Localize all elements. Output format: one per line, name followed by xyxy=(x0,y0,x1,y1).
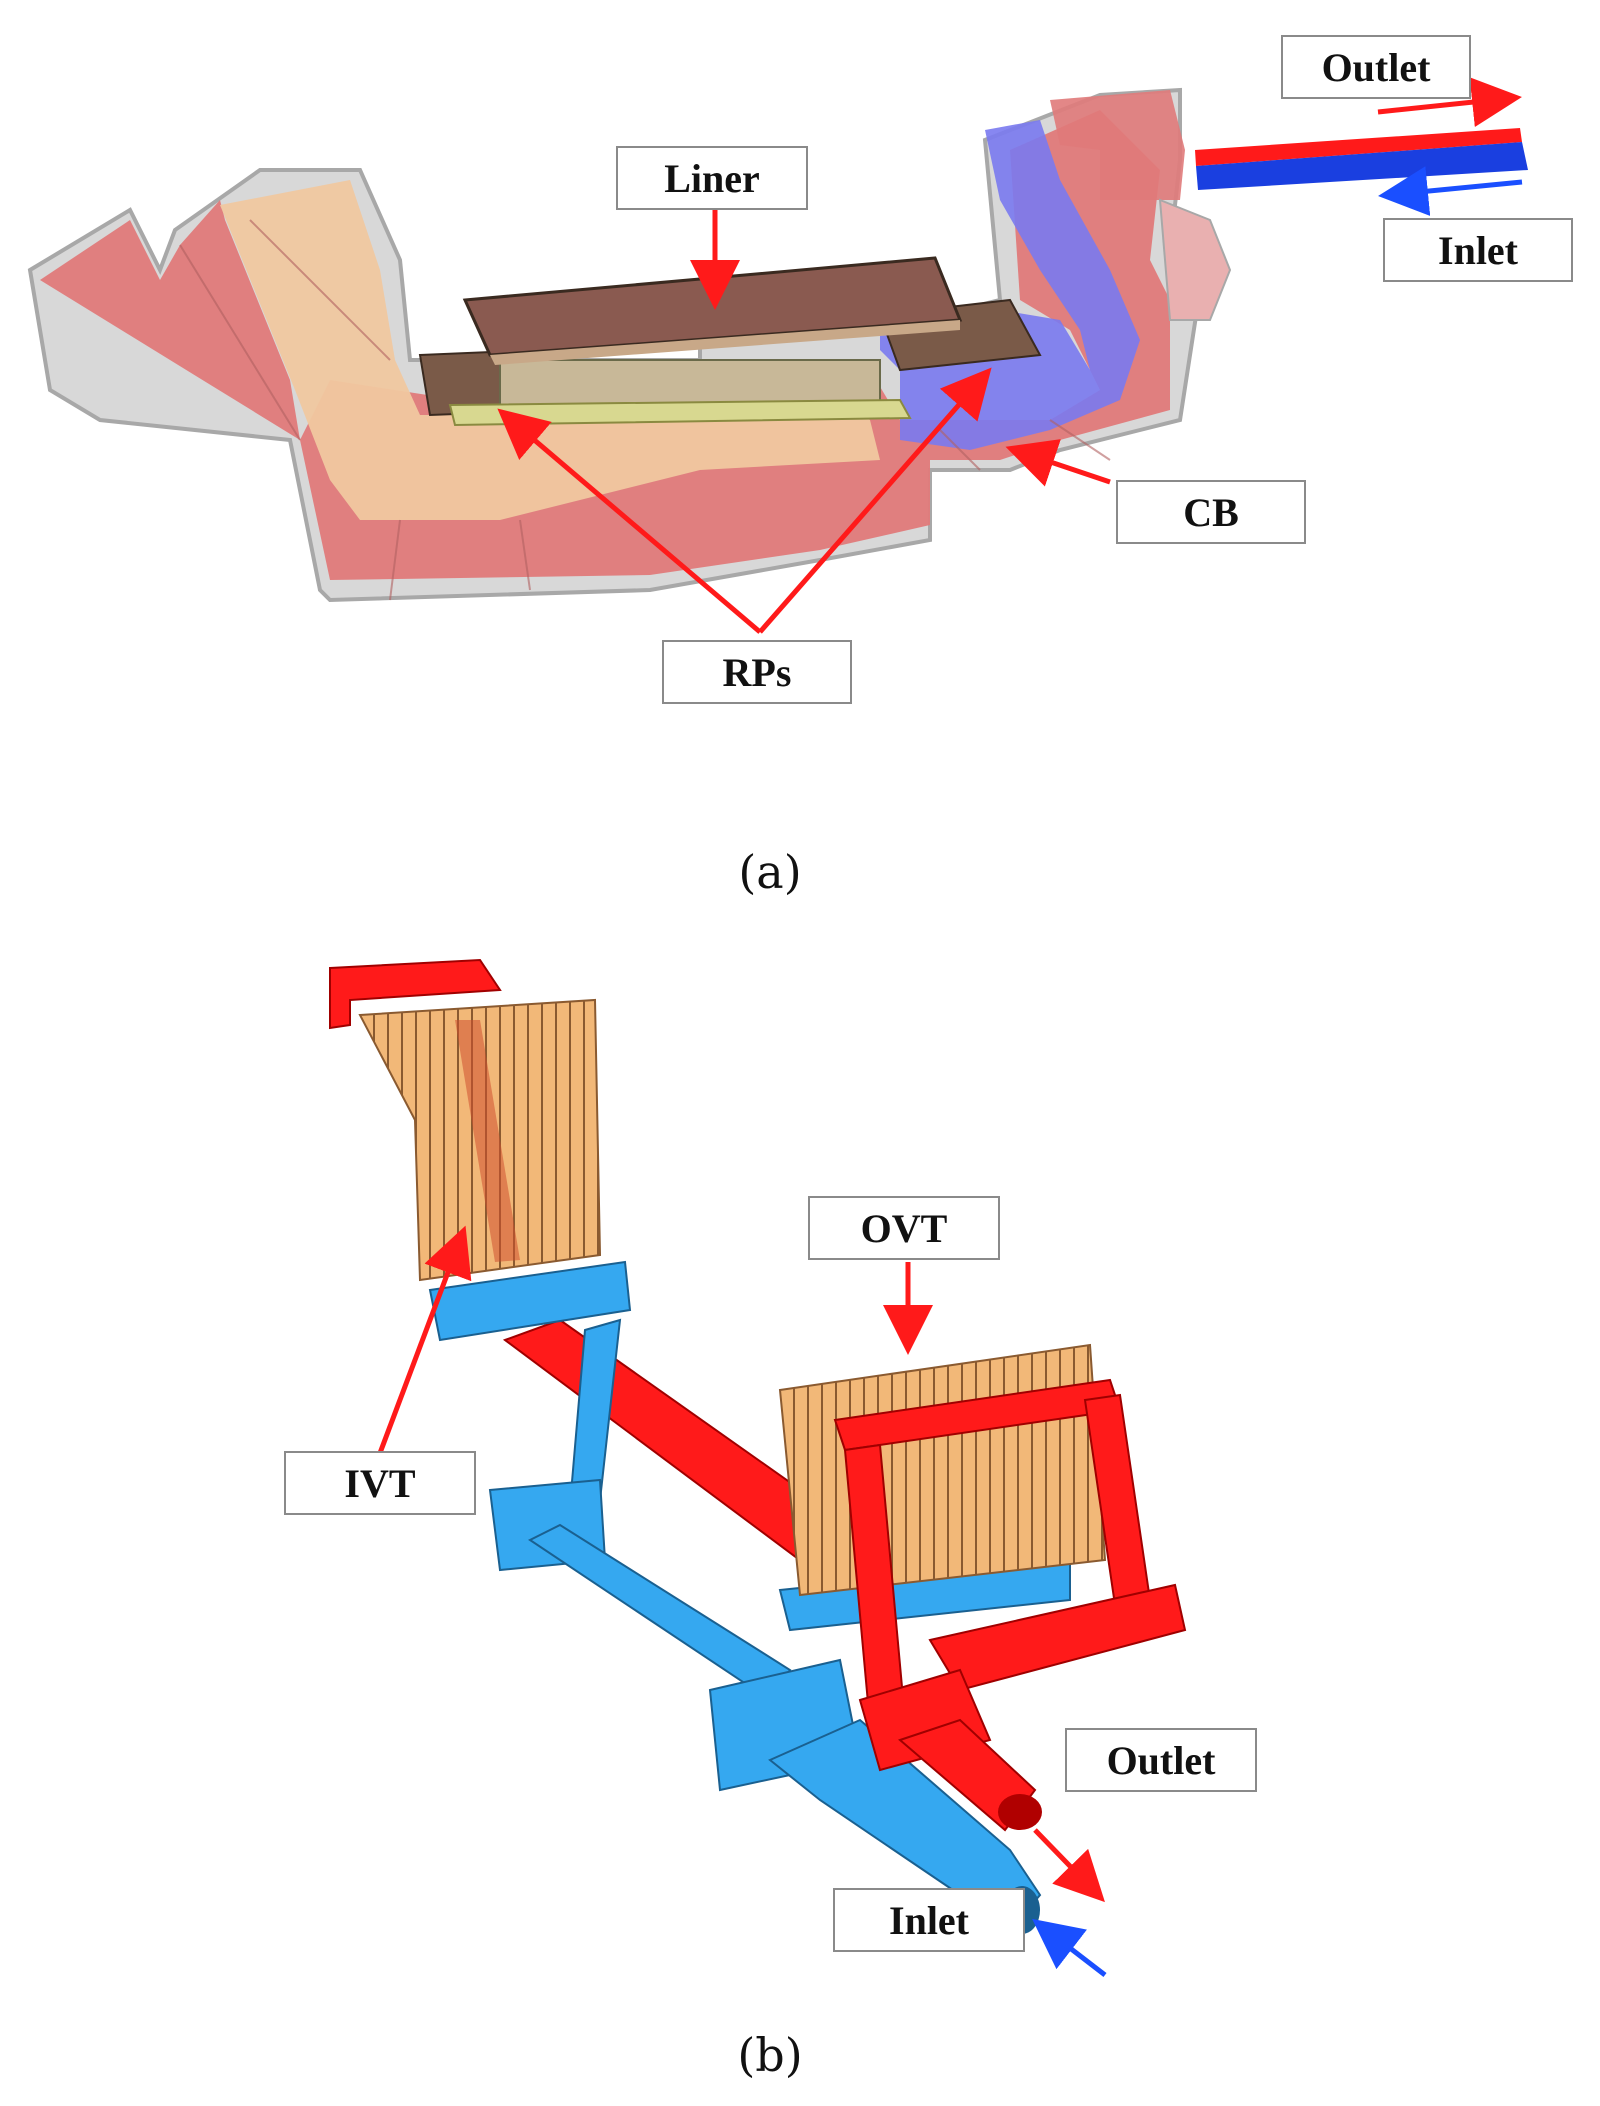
caption-b: (b) xyxy=(737,2028,803,2082)
ivt-pointer xyxy=(377,1225,472,1454)
label-rps: RPs xyxy=(662,640,852,704)
cassette-port-block xyxy=(1050,90,1185,200)
caption-a: (a) xyxy=(738,845,802,899)
ivt-top-manifold xyxy=(329,958,502,1030)
ivt-bottom-manifold xyxy=(428,1260,632,1342)
rp-left-pointer xyxy=(497,408,762,634)
label-outlet-a: Outlet xyxy=(1281,35,1471,99)
panel-a-divertor-cassette xyxy=(27,77,1528,634)
label-ovt: OVT xyxy=(808,1196,1000,1260)
inlet-pipe-a xyxy=(1196,142,1528,190)
cassette-side-fitting xyxy=(1158,198,1232,321)
outlet-pipe-a xyxy=(1195,128,1522,166)
liner-support-rail xyxy=(448,398,912,427)
cassette-body-pink xyxy=(40,110,1170,580)
outlet-flow-arrow-b xyxy=(1033,1828,1105,1903)
cassette-section-lines xyxy=(179,219,1111,601)
cassette-body-tan xyxy=(220,180,880,520)
ivt-tube-shadow xyxy=(455,1020,520,1262)
blue-long-pipe xyxy=(528,1523,792,1702)
inlet-flow-arrow-a xyxy=(1378,166,1523,217)
ovt-tube-bundle xyxy=(778,1343,1107,1597)
label-inlet-a: Inlet xyxy=(1383,218,1573,282)
outlet-pipe-b xyxy=(898,1718,1037,1832)
label-inlet-b: Inlet xyxy=(833,1888,1025,1952)
label-ivt: IVT xyxy=(284,1451,476,1515)
panel-b-cooling-manifold xyxy=(329,958,1187,1977)
label-outlet-b: Outlet xyxy=(1065,1728,1257,1792)
label-liner: Liner xyxy=(616,146,808,210)
label-cb: CB xyxy=(1116,480,1306,544)
rp-right-pointer xyxy=(758,367,992,634)
outlet-flow-arrow-a xyxy=(1377,77,1522,128)
inlet-flow-arrow-b xyxy=(1032,1918,1107,1977)
liner-plate-edge xyxy=(490,320,960,365)
outlet-pipe-opening xyxy=(998,1794,1042,1830)
cb-pointer xyxy=(1005,439,1111,487)
